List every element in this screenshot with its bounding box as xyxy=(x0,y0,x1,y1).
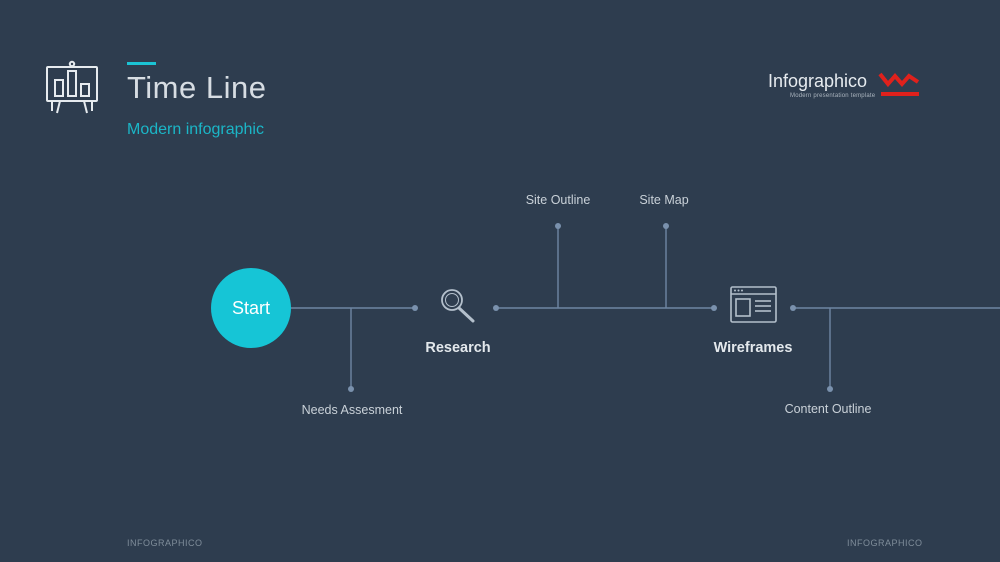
magnifier-icon xyxy=(441,289,475,323)
footer-brand-left: INFOGRAPHICO xyxy=(127,538,203,548)
browser-window-icon xyxy=(730,286,777,323)
timeline-dot xyxy=(790,305,796,311)
branch-dot xyxy=(663,223,669,229)
title-accent-bar xyxy=(127,62,156,65)
page-title: Time Line xyxy=(127,70,267,105)
start-circle xyxy=(211,268,291,348)
brand-logo-text: Infographico xyxy=(768,71,868,91)
branch-label-content-outline: Content Outline xyxy=(784,402,872,416)
page-subtitle: Modern infographic xyxy=(127,121,264,138)
start-label: Start xyxy=(231,298,270,318)
milestone-label-research: Research xyxy=(425,340,491,356)
brand-logo-tagline: Modern presentation template xyxy=(790,93,876,99)
branch-label-needs-assesment: Needs Assesment xyxy=(301,403,403,417)
branch-dot xyxy=(348,386,354,392)
footer-brand-right: INFOGRAPHICO xyxy=(847,538,923,548)
timeline-dot xyxy=(412,305,418,311)
milestone-label-wireframes: Wireframes xyxy=(713,340,793,356)
branch-label-site-outline: Site Outline xyxy=(525,193,591,207)
timeline-dot xyxy=(493,305,499,311)
crown-w-logo-icon xyxy=(878,72,920,96)
timeline-dot xyxy=(711,305,717,311)
branch-dot xyxy=(827,386,833,392)
branch-label-site-map: Site Map xyxy=(639,193,689,207)
presentation-board-icon xyxy=(46,60,98,114)
branch-dot xyxy=(555,223,561,229)
